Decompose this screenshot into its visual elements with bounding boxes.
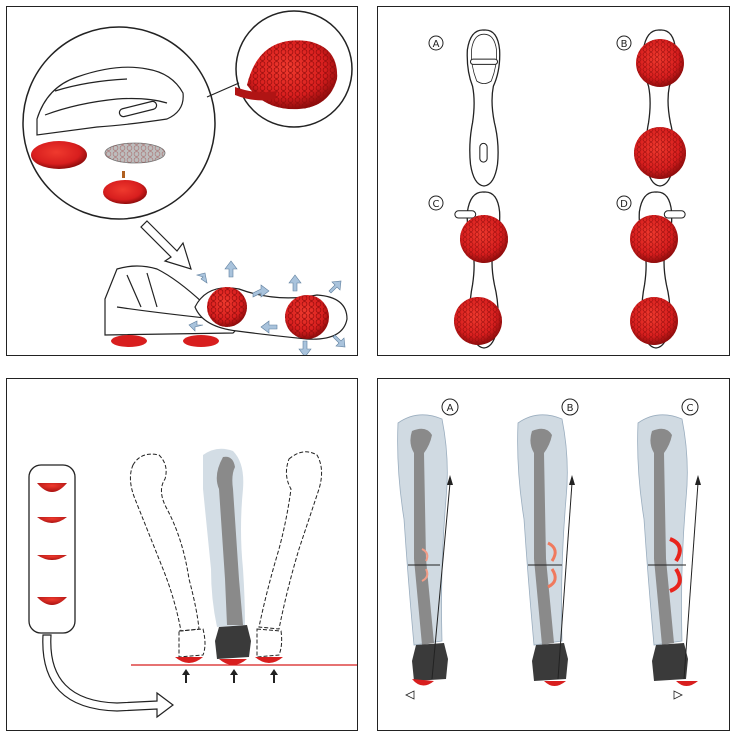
shoe-outline-zoom — [36, 66, 184, 136]
pod-right — [255, 657, 283, 663]
pod-sizes — [37, 483, 67, 605]
shoe-fore-pod — [183, 335, 219, 347]
leg-neutral-middle — [203, 448, 251, 659]
sole-config-c: C — [428, 191, 508, 349]
label-b: B — [621, 39, 628, 50]
label-c: C — [433, 199, 440, 210]
label-a: A — [447, 403, 454, 414]
pod-selection-illustration — [28, 448, 357, 719]
pod-holder — [28, 464, 76, 634]
leg-dashed-left — [129, 453, 206, 658]
pod-middle — [219, 659, 247, 665]
force-arrows — [182, 669, 278, 683]
screw — [122, 171, 125, 178]
shoe-assembly-illustration — [22, 10, 353, 355]
shoe-heel-pod — [111, 335, 147, 347]
leg-dashed-right — [256, 451, 323, 658]
sole-configurations-illustration: A B C — [428, 29, 686, 349]
sole-config-d: D — [616, 191, 686, 349]
pod-selection-panel — [6, 378, 358, 731]
leg-a: A — [397, 398, 459, 700]
knee-moments-panel: A B C — [377, 378, 730, 731]
pod-left — [175, 657, 203, 663]
sole-config-b: B — [616, 29, 686, 187]
sole-configurations-panel: A B C — [377, 6, 730, 356]
callout-arrow — [140, 220, 192, 270]
label-d: D — [620, 199, 628, 210]
sole-config-a: A — [428, 29, 501, 187]
shoe-assembly-panel — [6, 6, 358, 356]
label-a: A — [433, 39, 440, 50]
loose-pod — [103, 180, 147, 204]
pod-detail — [235, 40, 338, 110]
leg-b: B — [517, 398, 579, 686]
curved-arrow — [42, 634, 174, 719]
leg-c: C — [637, 398, 701, 700]
heel-pod — [31, 141, 87, 169]
adjustment-arrows — [188, 260, 346, 355]
knee-moments-illustration: A B C — [397, 398, 701, 700]
label-c: C — [687, 403, 694, 414]
label-b: B — [567, 403, 574, 414]
